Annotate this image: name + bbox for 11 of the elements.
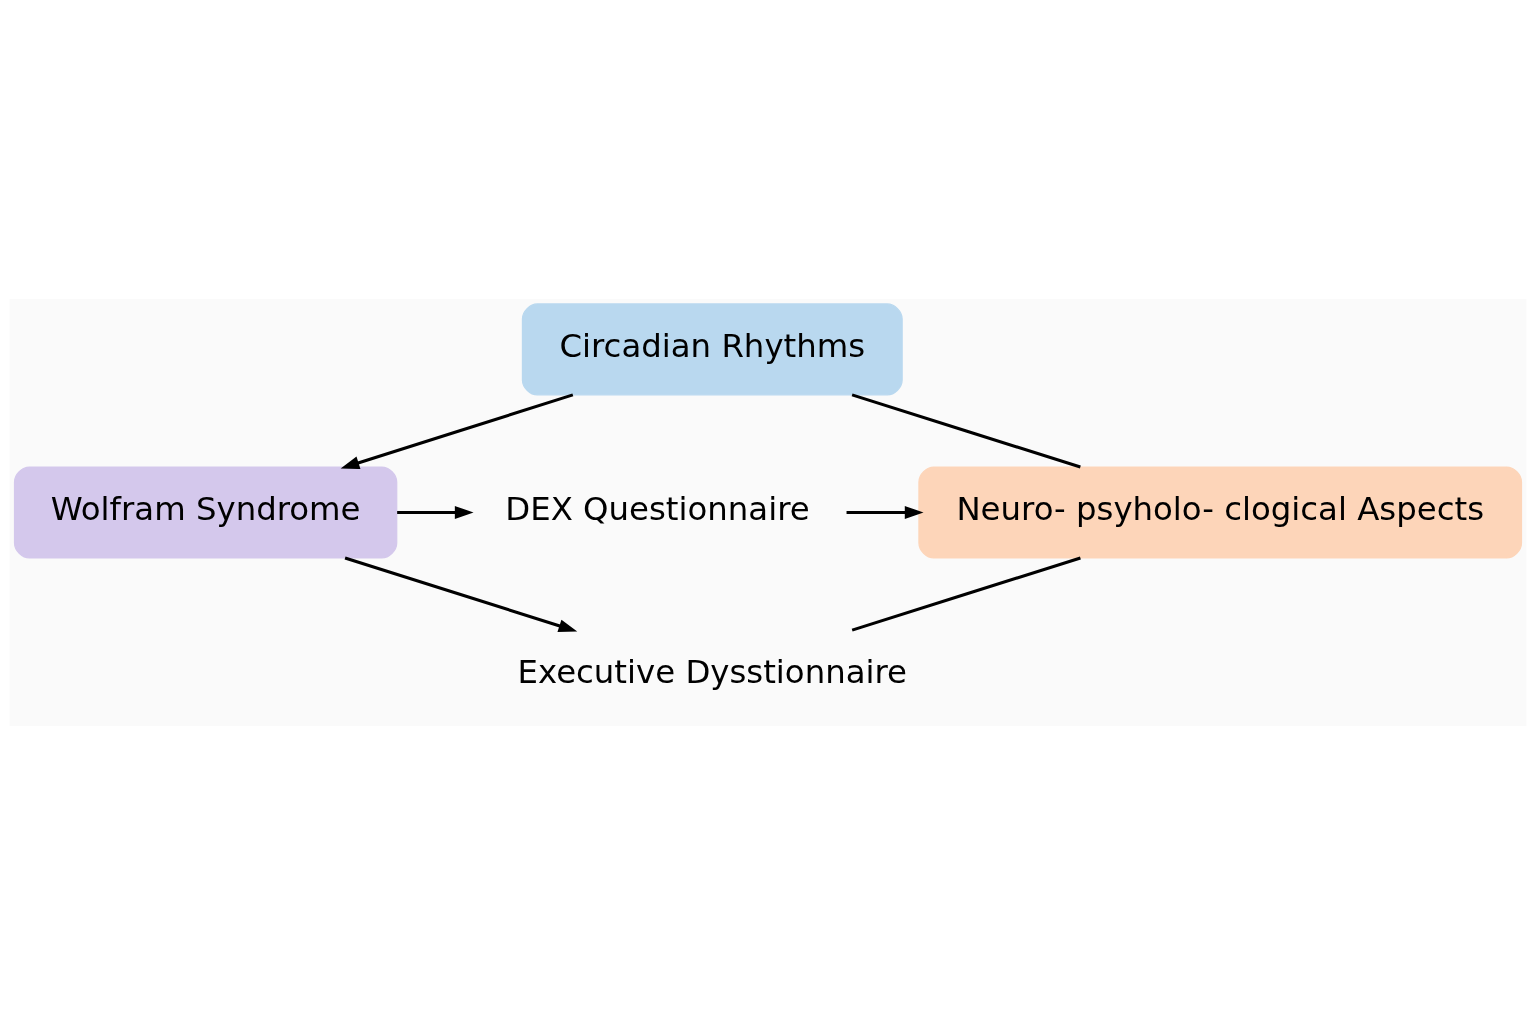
connector xyxy=(851,392,1081,469)
arrow xyxy=(340,392,574,469)
node-text: DEX Questionnaire xyxy=(505,489,810,528)
arrow xyxy=(344,555,578,632)
arrow xyxy=(846,505,924,519)
node-text: Executive Dysstionnaire xyxy=(517,652,908,691)
node-box: Circadian Rhythms xyxy=(521,302,903,395)
connector xyxy=(851,555,1081,632)
arrow xyxy=(397,505,474,519)
node-box: Neuro- psyholo- clogical Aspects xyxy=(918,465,1523,559)
node-box: Wolfram Syndrome xyxy=(13,465,398,559)
